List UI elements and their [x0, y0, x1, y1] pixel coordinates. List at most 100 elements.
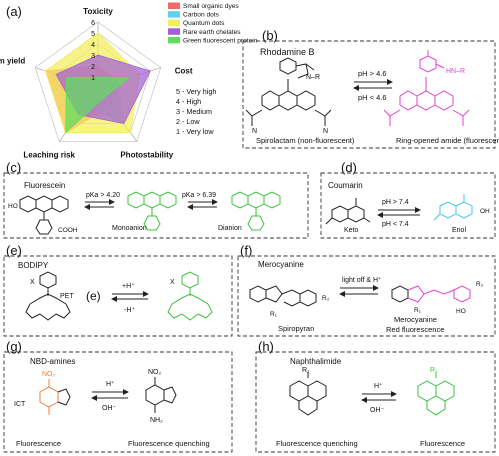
ho-label-f: HO	[456, 308, 466, 315]
legend-swatch	[168, 36, 180, 44]
e-inner-label: (e)	[86, 289, 101, 303]
scale-note: 2 - Low	[176, 117, 200, 126]
scale-note: 4 - High	[176, 97, 201, 106]
panel-label-g: (g)	[6, 339, 22, 354]
radar-tick-label: 5	[91, 31, 95, 38]
n-left: N	[252, 128, 257, 135]
f-cond: light off & H⁺	[342, 276, 382, 284]
merocyanine-label: Merocyanine	[394, 315, 437, 324]
pet-label: PET	[60, 293, 74, 300]
legend-label: Carbon dots	[183, 12, 220, 19]
ph-down-d: pH < 7.4	[382, 221, 409, 228]
ph-up-b: pH > 4.6	[358, 69, 387, 78]
r1-label-h1: R₁	[302, 367, 310, 374]
fluorescein-dianion	[231, 191, 281, 231]
radar-tick-labels: 1 2 3 4 5 6	[91, 20, 95, 82]
radar-series-group	[45, 32, 151, 134]
h-fluorescence: Fluorescence	[420, 439, 465, 448]
coumarin-keto	[325, 198, 371, 225]
legend-swatch	[168, 19, 180, 27]
cooh-label-c: COOH	[58, 227, 78, 234]
h-up: H⁺	[374, 382, 383, 390]
radar-tick-label: 6	[91, 20, 95, 27]
g-fluorescence: Fluorescence	[16, 439, 61, 448]
bodipy-title: BODIPY	[18, 261, 49, 270]
legend-swatch	[168, 11, 180, 18]
spirolactam-structure	[245, 57, 332, 126]
monoanion-label: Monoanion	[112, 225, 147, 232]
dianion-label: Dianion	[218, 225, 242, 232]
spiropyran-structure	[249, 285, 317, 307]
no2-label-g1: NO₂	[42, 371, 56, 378]
nh2-label-g: NH₂	[150, 417, 163, 424]
nbd-right	[145, 377, 177, 413]
h-down: OH⁻	[370, 407, 385, 414]
keto-label: Keto	[344, 227, 359, 234]
panel-label-c: (c)	[6, 160, 21, 175]
fluorescein-neutral	[19, 195, 69, 235]
no2-label-g2: NO₂	[148, 369, 162, 376]
spiropyran-label: Spiropyran	[278, 324, 314, 333]
r1-label-f2: R₁	[414, 307, 422, 314]
fluorescein-monoanion	[127, 191, 177, 231]
red-fluorescence-label: Red fluorescence	[386, 325, 444, 334]
panel-label-f: (f)	[240, 243, 252, 258]
radar-axis-label: Toxicity	[83, 7, 113, 16]
scale-note: 1 - Very low	[176, 127, 214, 136]
panel-label-e: (e)	[6, 243, 22, 258]
panel-label-d: (d)	[341, 160, 357, 175]
g-up: H⁺	[106, 380, 115, 388]
radar-tick-label: 2	[91, 64, 95, 71]
panel-g-box	[3, 351, 233, 453]
panel-d-box	[320, 172, 496, 239]
radar-series-4	[65, 76, 131, 134]
r1-label-h2: R₁	[430, 367, 438, 374]
h-quenching: Fluorescence quenching	[276, 439, 358, 448]
bodipy-right	[167, 271, 213, 321]
merocyanine-structure	[391, 285, 471, 303]
fluorescein-title: Fluorescein	[24, 181, 65, 190]
panel-label-a: (a)	[6, 4, 22, 19]
legend-label: Small organic dyes	[183, 3, 239, 10]
legend-label: Rare earth chelates	[183, 29, 241, 36]
panel-b-box	[242, 40, 496, 149]
panel-h-box	[255, 351, 496, 453]
legend-label: Green fluorescent protein	[183, 37, 258, 44]
naphthalimide-right	[417, 372, 455, 416]
ring-opened-caption: Ring-opened amide (fluorescent)	[396, 136, 499, 145]
rhodamine-title: Rhodamine B	[260, 47, 315, 57]
radar-axis-label: Photostability	[120, 150, 173, 159]
legend-label: Quantum dots	[183, 20, 225, 27]
panel-label-b: (b)	[262, 28, 278, 43]
r2-label-f1: R₂	[322, 295, 330, 302]
radar-grid-ring	[34, 21, 162, 142]
pka1-label: pKa > 4.20	[86, 192, 120, 199]
panel-e-box	[3, 255, 233, 337]
g-down: OH⁻	[102, 405, 117, 412]
radar-tick-label: 1	[91, 75, 95, 82]
radar-tick-label: 4	[91, 42, 95, 49]
spirolactam-caption: Spirolactam (non-fluorescent)	[256, 136, 355, 145]
radar-axis-label: Quantum yield	[0, 57, 25, 66]
r2-label-f2: R₂	[476, 281, 484, 288]
merocyanine-title: Merocyanine	[258, 260, 304, 269]
oh-label-d: OH	[480, 208, 490, 215]
panel-c-box	[3, 172, 309, 239]
legend-swatch	[168, 28, 180, 35]
e-down: -H⁺	[124, 306, 135, 314]
radar-tick-label: 3	[91, 53, 95, 60]
nbd-left	[39, 379, 71, 415]
ph-up-d: pH > 7.4	[382, 199, 409, 206]
scale-note: 5 - Very high	[176, 87, 216, 96]
pka2-label: pKa > 6.39	[182, 192, 216, 199]
naphthalimide-left	[289, 372, 327, 416]
coumarin-title: Coumarin	[328, 181, 363, 190]
legend-swatch	[168, 2, 180, 9]
bodipy-left	[25, 271, 71, 321]
g-quenching: Fluorescence quenching	[128, 439, 210, 448]
panel-label-h: (h)	[258, 339, 274, 354]
naphthalimide-title: Naphthalimide	[290, 357, 342, 366]
